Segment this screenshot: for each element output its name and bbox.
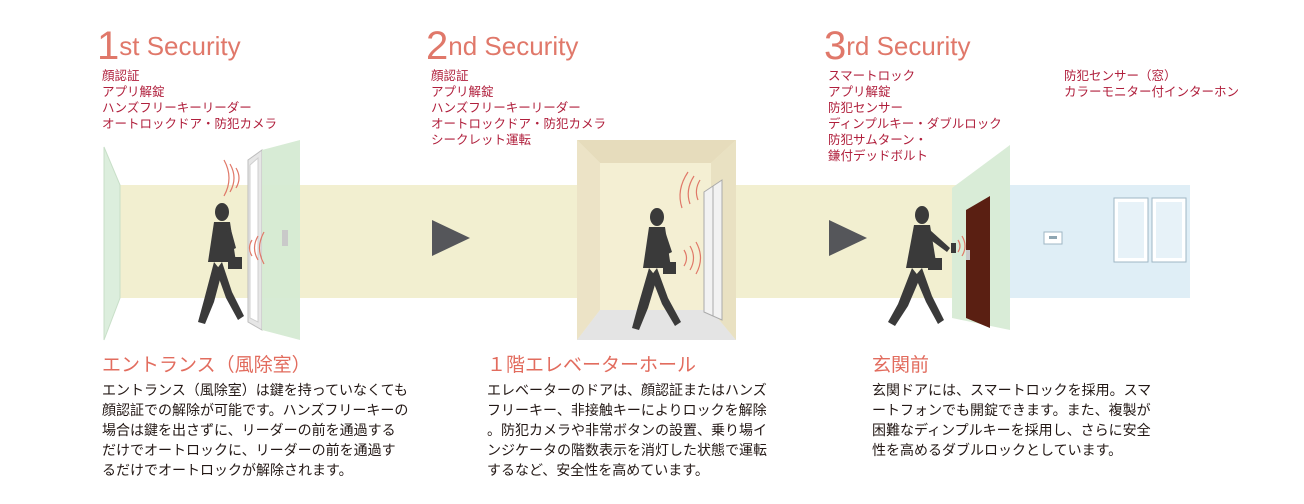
feature-item: オートロックドア・防犯カメラ	[102, 116, 278, 131]
feature-item: 防犯センサー（窓）	[1064, 68, 1177, 83]
woman-with-phone-figure	[888, 206, 956, 326]
description-line: するなど、安全性を高めています。	[487, 463, 709, 479]
entrance-right-glass	[262, 140, 300, 340]
description-line: ートフォンでも開錠できます。また、複製が	[872, 403, 1151, 419]
feature-item: アプリ解錠	[431, 84, 494, 99]
description-line: エレベーターのドアは、顔認証またはハンズ	[487, 383, 767, 399]
next-arrow-icon-2	[829, 220, 867, 256]
front-door	[966, 196, 990, 328]
next-arrow-icon	[432, 220, 470, 256]
walking-woman-figure	[198, 203, 244, 324]
feature-item: アプリ解錠	[102, 84, 165, 99]
elevator-hall-ceiling	[577, 140, 736, 163]
feature-item: 防犯サムターン・	[828, 132, 928, 147]
description-line: 困難なディンプルキーを採用し、さらに安全	[872, 423, 1151, 439]
description-3: 玄関ドアには、スマートロックを採用。スマ ートフォンでも開錠できます。また、複製…	[872, 381, 1151, 461]
elevator-hall-floor	[577, 310, 736, 340]
area-title-3: 玄関前	[872, 354, 930, 376]
description-line: 。防犯カメラや非常ボタンの設置、乗り場イ	[487, 423, 767, 439]
entrance-scene	[103, 140, 300, 341]
description-line: ンジケータの階数表示を消灯した状態で運転	[487, 443, 767, 459]
elevator-hall-scene	[577, 140, 736, 340]
reader-signal-icon	[248, 231, 265, 265]
feature-item: ハンズフリーキーリーダー	[431, 100, 581, 115]
security-title-2: 2nd Security	[426, 26, 578, 66]
feature-item: 顔認証	[431, 68, 469, 83]
security-number: 1	[97, 24, 120, 68]
key-reader	[282, 230, 288, 246]
feature-item: ハンズフリーキーリーダー	[102, 100, 252, 115]
security-number: 2	[426, 24, 449, 68]
description-line: エントランス（風除室）は鍵を持っていなくても	[102, 383, 408, 399]
elevator-reader-signal-icon	[683, 241, 702, 275]
security-title-1: 1st Security	[97, 26, 241, 66]
feature-list-3: スマートロック アプリ解錠 防犯センサー ディンプルキー・ダブルロック 防犯サム…	[828, 68, 1002, 164]
feature-item: ディンプルキー・ダブルロック	[828, 116, 1002, 131]
feature-item: 防犯センサー	[828, 100, 904, 115]
feature-item: 鎌付デッドボルト	[828, 148, 929, 163]
description-line: 玄関ドアには、スマートロックを採用。スマ	[872, 383, 1152, 399]
feature-item: アプリ解錠	[828, 84, 891, 99]
description-line: フリーキー、非接触キーによりロックを解除	[487, 403, 767, 419]
feature-list-extra: 防犯センサー（窓） カラーモニター付インターホン	[1064, 68, 1239, 100]
area-title-1: エントランス（風除室）	[102, 354, 311, 376]
feature-item: オートロックドア・防犯カメラ	[431, 116, 607, 131]
camera-signal-icon	[223, 159, 240, 197]
feature-item: カラーモニター付インターホン	[1064, 84, 1240, 99]
description-line: 場合は鍵を出さずに、リーダーの前を通過する	[102, 423, 396, 439]
feature-item: スマートロック	[828, 68, 916, 83]
elevator-camera-signal-icon	[679, 171, 701, 209]
feature-list-2: 顔認証 アプリ解錠 ハンズフリーキーリーダー オートロックドア・防犯カメラ シー…	[431, 68, 606, 148]
description-line: るだけでオートロックが解除されます。	[102, 463, 353, 479]
area-title-2: １階エレベーターホール	[487, 354, 697, 376]
description-1: エントランス（風除室）は鍵を持っていなくても 顔認証での解除が可能です。ハンズフ…	[102, 381, 408, 481]
front-door-scene	[888, 145, 1190, 330]
security-suffix: st Security	[119, 31, 241, 61]
feature-item: 顔認証	[102, 68, 140, 83]
description-line: 性を高めるダブルロックとしています。	[872, 443, 1123, 459]
security-suffix: rd Security	[846, 31, 971, 61]
security-title-3: 3rd Security	[824, 26, 971, 66]
walking-woman-figure-2	[632, 208, 681, 330]
entrance-left-glass	[104, 147, 120, 340]
smartlock-signal-icon	[957, 235, 966, 257]
description-2: エレベーターのドアは、顔認証またはハンズ フリーキー、非接触キーによりロックを解…	[487, 381, 767, 481]
description-line: だけでオートロックに、リーダーの前を通過す	[102, 443, 396, 459]
description-line: 顔認証での解除が可能です。ハンズフリーキーの	[102, 403, 409, 419]
feature-item: シークレット運転	[431, 132, 532, 147]
security-suffix: nd Security	[448, 31, 579, 61]
feature-list-1: 顔認証 アプリ解錠 ハンズフリーキーリーダー オートロックドア・防犯カメラ	[102, 68, 277, 132]
security-number: 3	[824, 24, 847, 68]
